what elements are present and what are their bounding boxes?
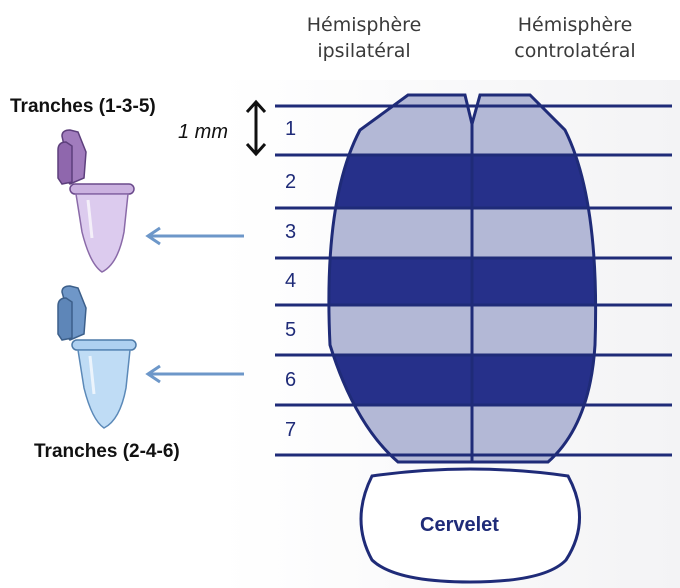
hemisphere-ipsi-line2: ipsilatéral (302, 38, 426, 64)
slice-number-3: 3 (285, 221, 296, 244)
slice-band-4 (300, 258, 620, 305)
slice-number-4: 4 (285, 270, 296, 293)
thickness-label: 1 mm (178, 121, 228, 144)
hemisphere-ipsi-line1: Hémisphère (302, 12, 426, 38)
hemisphere-contralateral-title: Hémisphère controlatéral (500, 12, 650, 64)
hemisphere-ipsilateral-title: Hémisphère ipsilatéral (302, 12, 426, 64)
slice-number-5: 5 (285, 319, 296, 342)
hemisphere-contra-line2: controlatéral (500, 38, 650, 64)
slice-number-2: 2 (285, 171, 296, 194)
hemisphere-contra-line1: Hémisphère (500, 12, 650, 38)
slice-band-5 (300, 305, 620, 355)
tube-even-icon (58, 286, 136, 428)
slice-band-2 (300, 155, 620, 208)
slice-number-6: 6 (285, 369, 296, 392)
tube-odd-icon (58, 130, 134, 272)
cerebellum-label: Cervelet (420, 514, 499, 537)
tranches-odd-label: Tranches (1-3-5) (10, 96, 156, 118)
slice-number-7: 7 (285, 419, 296, 442)
slice-band-3 (300, 208, 620, 258)
slice-number-1: 1 (285, 118, 296, 141)
tranches-even-label: Tranches (2-4-6) (34, 441, 180, 463)
